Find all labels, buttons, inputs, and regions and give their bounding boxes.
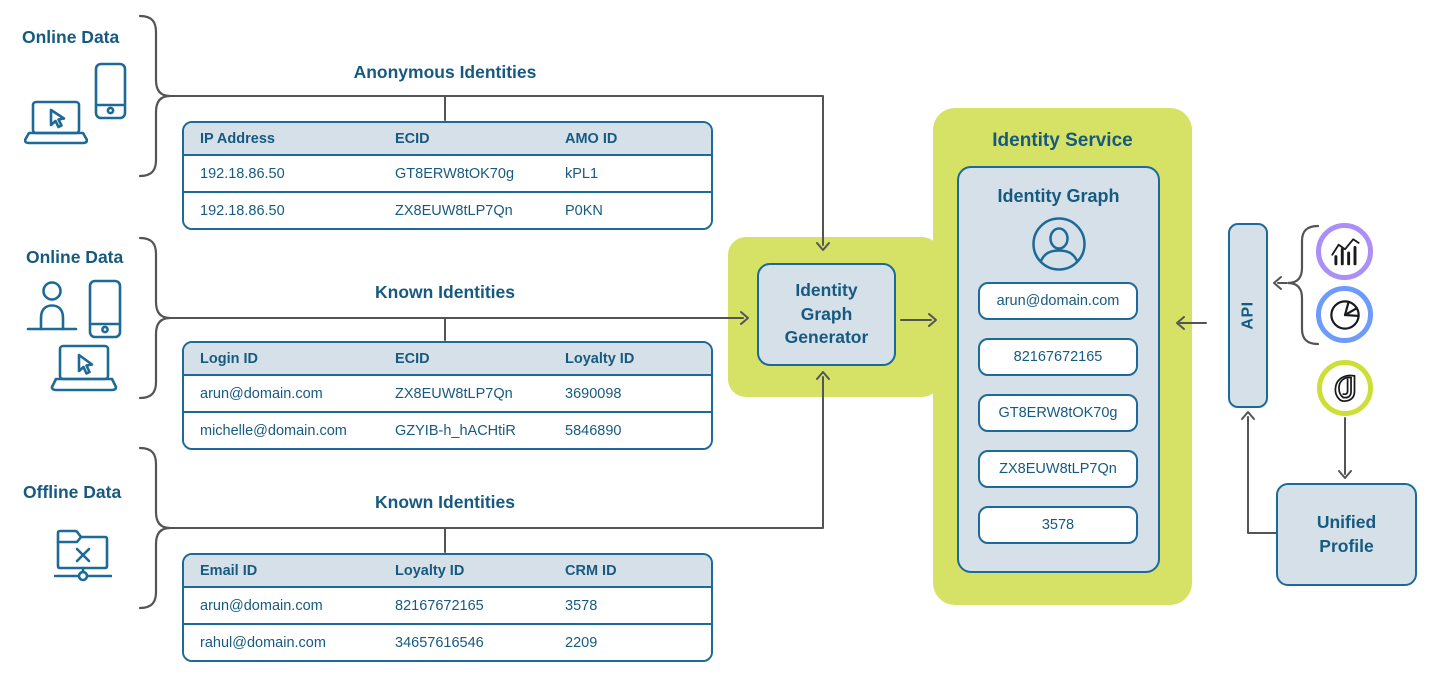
arrowhead-down — [816, 242, 830, 251]
arrowhead-right — [928, 313, 937, 327]
table-row: arun@domain.com ZX8EUW8tLP7Qn 3690098 — [184, 375, 711, 412]
column-header: CRM ID — [549, 555, 711, 588]
online-data-mid-label: Online Data — [26, 247, 124, 267]
known-identities-offline-title: Known Identities — [375, 492, 515, 512]
anonymous-identities-title: Anonymous Identities — [353, 62, 537, 82]
table-row: arun@domain.com 82167672165 3578 — [184, 587, 711, 624]
identity-graph-title: Identity Graph — [997, 186, 1120, 206]
table-cell: 192.18.86.50 — [184, 155, 379, 192]
table-row: michelle@domain.com GZYIB-h_hACHtiR 5846… — [184, 411, 711, 448]
api-bar: API — [1228, 223, 1268, 408]
column-header: Email ID — [184, 555, 379, 588]
table-row: 192.18.86.50 ZX8EUW8tLP7Qn P0KN — [184, 191, 711, 228]
line-known-offline-to-generator — [169, 376, 824, 529]
column-header: Loyalty ID — [549, 343, 711, 376]
table-cell: michelle@domain.com — [184, 411, 379, 448]
arrowhead-left — [1273, 276, 1282, 290]
brace-online-top — [138, 14, 171, 178]
online-data-top-label: Online Data — [22, 27, 120, 47]
arrowhead-up — [1241, 411, 1255, 420]
arrowhead-up — [816, 371, 830, 380]
laptop-cursor-icon — [50, 344, 118, 396]
unified-profile-box: Unified Profile — [1276, 483, 1417, 586]
table-cell: arun@domain.com — [184, 587, 379, 624]
table-cell: 82167672165 — [379, 587, 549, 624]
table-cell: 3578 — [549, 587, 711, 624]
identity-graph-generator-label: Identity Graph Generator — [784, 280, 869, 348]
known-identities-offline-table: Email ID Loyalty ID CRM ID arun@domain.c… — [182, 553, 713, 662]
smartphone-icon — [88, 279, 122, 339]
table-cell: GZYIB-h_hACHtiR — [379, 411, 549, 448]
network-folder-icon — [54, 522, 112, 582]
anonymous-identities-table: IP Address ECID AMO ID 192.18.86.50 GT8E… — [182, 121, 713, 230]
identity-graph-generator-box: Identity Graph Generator — [757, 263, 896, 366]
offline-data-label: Offline Data — [23, 482, 122, 502]
column-header: Login ID — [184, 343, 379, 376]
table-cell: rahul@domain.com — [184, 623, 379, 660]
smartphone-icon — [94, 62, 127, 120]
laptop-cursor-icon — [24, 100, 88, 148]
api-label: API — [1239, 301, 1256, 330]
line-anonymous-to-generator — [169, 95, 824, 246]
column-header: IP Address — [184, 123, 379, 156]
person-icon — [25, 280, 81, 332]
user-avatar-icon — [1031, 216, 1087, 272]
arrowhead-down — [1338, 470, 1352, 479]
brace-online-mid — [138, 236, 171, 400]
table-cell: GT8ERW8tOK70g — [379, 155, 549, 192]
table-cell: 3690098 — [549, 375, 711, 412]
table-cell: 5846890 — [549, 411, 711, 448]
unified-profile-label: Unified Profile — [1316, 511, 1377, 556]
table-cell: arun@domain.com — [184, 375, 379, 412]
arrowhead-right — [740, 311, 749, 325]
known-identities-online-table: Login ID ECID Loyalty ID arun@domain.com… — [182, 341, 713, 450]
table-row: 192.18.86.50 GT8ERW8tOK70g kPL1 — [184, 155, 711, 192]
table-cell: ZX8EUW8tLP7Qn — [379, 191, 549, 228]
table-cell: 34657616546 — [379, 623, 549, 660]
table-cell: 192.18.86.50 — [184, 191, 379, 228]
known-identities-online-title: Known Identities — [375, 282, 515, 302]
brace-offline — [138, 446, 171, 610]
table-row: rahul@domain.com 34657616546 2209 — [184, 623, 711, 660]
column-header: AMO ID — [549, 123, 711, 156]
table-cell: 2209 — [549, 623, 711, 660]
line-unified-profile-to-api — [1247, 416, 1277, 534]
identity-service-title: Identity Service — [992, 130, 1133, 151]
identity-chip: 3578 — [978, 506, 1138, 544]
arrowhead-left — [1176, 316, 1185, 330]
profile-swirl-icon — [1317, 360, 1373, 416]
table-cell: ZX8EUW8tLP7Qn — [379, 375, 549, 412]
identity-chip: 82167672165 — [978, 338, 1138, 376]
identity-chip: ZX8EUW8tLP7Qn — [978, 450, 1138, 488]
bar-chart-icon — [1316, 223, 1373, 280]
pie-chart-icon — [1316, 286, 1373, 343]
identity-chip: GT8ERW8tOK70g — [978, 394, 1138, 432]
identity-chip: arun@domain.com — [978, 282, 1138, 320]
identity-graph-box: Identity Graph arun@domain.com 821676721… — [957, 166, 1160, 573]
column-header: ECID — [379, 123, 549, 156]
table-cell: kPL1 — [549, 155, 711, 192]
table-cell: P0KN — [549, 191, 711, 228]
column-header: ECID — [379, 343, 549, 376]
column-header: Loyalty ID — [379, 555, 549, 588]
